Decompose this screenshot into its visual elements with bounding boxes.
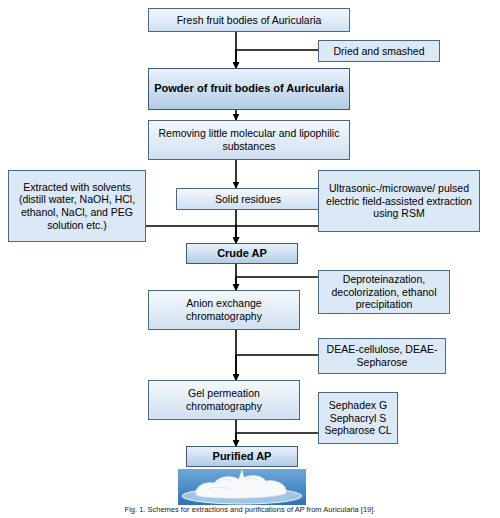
process-box: Fresh fruit bodies of Auricularia	[148, 8, 350, 32]
condition-box: DEAE-cellulose, DEAE-Sepharose	[318, 338, 446, 374]
condition-box: Sephadex G Sephacryl S Sepharose CL	[318, 392, 398, 444]
flow-arrow	[146, 226, 236, 243]
product-photo	[178, 469, 306, 505]
condition-box: Deproteinazation, decolorization, ethano…	[318, 270, 450, 314]
flow-arrow	[236, 355, 318, 380]
node-label: Anion exchange chromatography	[153, 297, 295, 322]
condition-box: Extracted with solvents (distill water, …	[8, 170, 146, 242]
node-label: Removing little molecular and lipophilic…	[153, 127, 345, 152]
flow-arrow	[235, 110, 237, 120]
process-box: Gel permeation chromatography	[148, 380, 300, 420]
flow-arrow	[235, 330, 237, 380]
node-label: Sephadex G Sephacryl S Sepharose CL	[323, 399, 393, 437]
node-label: DEAE-cellulose, DEAE-Sepharose	[323, 343, 441, 368]
process-box: Removing little molecular and lipophilic…	[148, 120, 350, 160]
photo-background	[178, 469, 306, 505]
node-label: Dried and smashed	[333, 45, 424, 58]
flow-arrow	[236, 433, 318, 446]
process-box: Solid residues	[176, 188, 320, 210]
process-box: Anion exchange chromatography	[148, 290, 300, 330]
flow-arrow	[235, 420, 237, 446]
node-label: Powder of fruit bodies of Auricularia	[154, 82, 344, 95]
product-box: Crude AP	[186, 243, 298, 264]
product-box: Purified AP	[186, 446, 298, 467]
node-label: Purified AP	[213, 450, 272, 463]
polysaccharide-texture	[208, 478, 260, 490]
flow-arrow	[236, 50, 318, 68]
spatula	[238, 469, 245, 481]
flow-arrow	[235, 160, 237, 188]
condition-box: Ultrasonic-/microwave/ pulsed electric f…	[318, 170, 480, 232]
flow-arrow	[236, 226, 318, 243]
figure-caption: Fig. 1. Schemes for extractions and puri…	[40, 505, 460, 514]
node-label: Deproteinazation, decolorization, ethano…	[323, 273, 445, 311]
flow-arrow	[235, 264, 237, 290]
node-label: Crude AP	[217, 247, 267, 260]
node-label: Solid residues	[215, 193, 281, 206]
node-label: Ultrasonic-/microwave/ pulsed electric f…	[323, 182, 475, 220]
node-label: Gel permeation chromatography	[153, 387, 295, 412]
flow-arrow	[235, 210, 237, 243]
flow-arrow	[235, 32, 237, 68]
node-label: Extracted with solvents (distill water, …	[13, 181, 141, 231]
node-label: Fresh fruit bodies of Auricularia	[177, 14, 322, 27]
product-box: Powder of fruit bodies of Auricularia	[148, 68, 350, 110]
condition-box: Dried and smashed	[318, 40, 440, 62]
flow-arrow	[236, 277, 318, 290]
